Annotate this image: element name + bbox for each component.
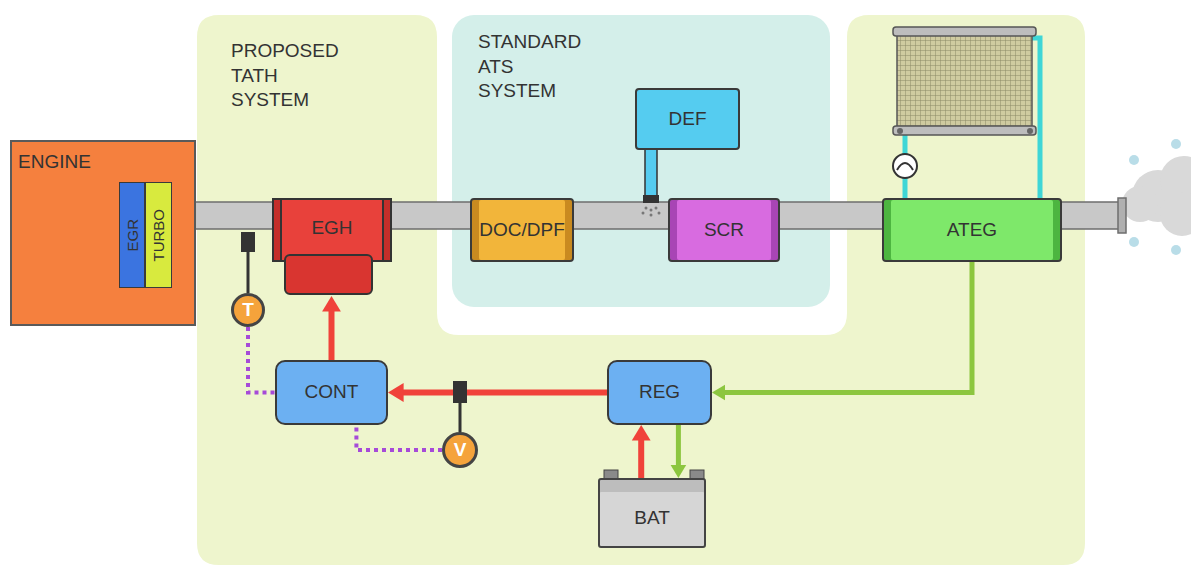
- connector-line: [329, 310, 335, 360]
- node-label: T: [242, 299, 254, 322]
- process-box: ATEG: [882, 198, 1062, 262]
- node-label: CONT: [305, 381, 359, 404]
- turbo-block: TURBO: [145, 182, 172, 288]
- node-label: ENGINE: [18, 151, 91, 172]
- process-box: DOC/DPF: [470, 198, 574, 262]
- pipe-flange: [1118, 198, 1126, 233]
- controller-box: CONT: [275, 360, 388, 425]
- sensor-circle: V: [442, 432, 478, 468]
- node-label: EGH: [311, 217, 352, 240]
- region-heading: STANDARD ATS SYSTEM: [478, 30, 596, 104]
- battery-box: BAT: [598, 478, 706, 548]
- node-label: TURBO: [151, 209, 166, 262]
- regulator-box: REG: [607, 360, 712, 425]
- node-outline: [272, 198, 392, 296]
- node-label: DEF: [669, 108, 707, 131]
- system-region: PROPOSED TATH SYSTEM T EGH STANDARD ATS SYS…: [197, 15, 1085, 565]
- system-region: STANDARD ATS SYSTEM DOC/DPF DEF SCR: [452, 15, 830, 307]
- node-label: REG: [639, 381, 680, 404]
- exhaust-dots: [1129, 139, 1181, 255]
- node-label: ATEG: [947, 219, 997, 242]
- egr-block: EGR: [119, 182, 145, 288]
- tank-box: DEF: [635, 88, 740, 150]
- connector-line: [402, 390, 607, 396]
- process-box: SCR: [668, 198, 780, 262]
- node-label: DOC/DPF: [479, 219, 565, 242]
- node-label: SCR: [704, 219, 744, 242]
- heater-box: EGH: [272, 198, 392, 296]
- engine-box: ENGINE EGR TURBO: [10, 140, 196, 326]
- sensor-circle: T: [231, 293, 265, 327]
- def-doser: [642, 148, 661, 217]
- connector-line: [638, 439, 644, 478]
- exhaust-cloud: [1122, 156, 1191, 236]
- region-heading: PROPOSED TATH SYSTEM: [231, 39, 349, 113]
- node-label: EGR: [125, 219, 140, 252]
- node-label: BAT: [634, 507, 670, 530]
- node-label: V: [454, 439, 467, 462]
- connector-line: [676, 425, 681, 467]
